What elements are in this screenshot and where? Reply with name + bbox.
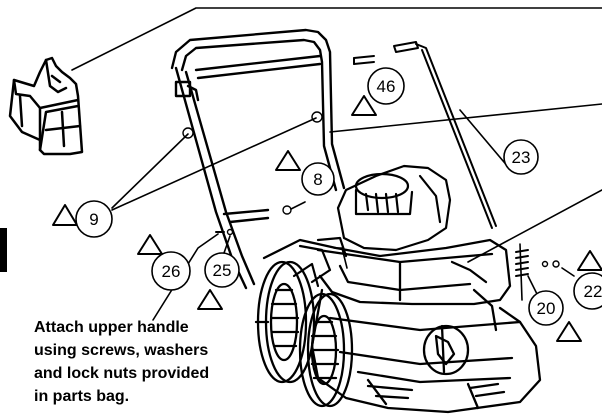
rear-wheel bbox=[254, 260, 316, 384]
front-wheel bbox=[298, 292, 354, 408]
callout-46-circle bbox=[367, 67, 405, 105]
warning-triangle-icon bbox=[52, 95, 602, 342]
leader-lines bbox=[71, 7, 602, 321]
assembly-instruction: Attach upper handle using screws, washer… bbox=[34, 316, 334, 408]
callout-9-circle bbox=[75, 200, 113, 238]
callout-8-circle bbox=[301, 162, 335, 196]
instruction-line-3: and lock nuts provided bbox=[34, 365, 210, 382]
callout-circles bbox=[75, 67, 602, 326]
hardware-parts bbox=[215, 41, 560, 301]
callout-46: 46 bbox=[377, 77, 396, 96]
grass-bag-chute-icon bbox=[8, 56, 84, 156]
page-edge-tab bbox=[0, 228, 7, 272]
callout-labels: 9 46 8 23 26 25 20 22 bbox=[89, 77, 602, 318]
callout-20-circle bbox=[528, 290, 564, 326]
callout-26: 26 bbox=[162, 262, 181, 281]
callout-23-circle bbox=[503, 139, 539, 175]
mower-housing bbox=[262, 238, 542, 414]
callout-22: 22 bbox=[584, 282, 602, 301]
callout-8: 8 bbox=[313, 170, 322, 189]
instruction-line-4: in parts bag. bbox=[34, 388, 130, 405]
callout-22-circle bbox=[573, 272, 602, 310]
instruction-line-2: using screws, washers bbox=[34, 342, 209, 359]
callout-26-circle bbox=[151, 251, 191, 291]
instruction-line-1: Attach upper handle bbox=[34, 319, 189, 336]
callout-23: 23 bbox=[512, 148, 531, 167]
callout-25-circle bbox=[204, 252, 240, 288]
callout-25: 25 bbox=[213, 261, 232, 280]
callout-20: 20 bbox=[537, 299, 556, 318]
callout-9: 9 bbox=[89, 210, 98, 229]
